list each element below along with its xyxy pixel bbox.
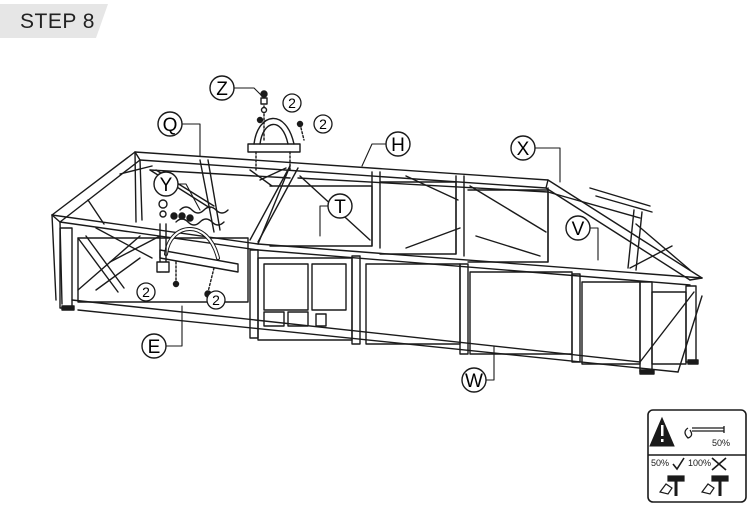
- torque-bottom-left-percent: 50%: [651, 458, 669, 468]
- svg-text:W: W: [465, 371, 483, 392]
- torque-bottom-right-percent: 100%: [688, 458, 711, 468]
- screwdriver-rotation-icon: [684, 426, 725, 439]
- callout-t: T: [327, 193, 353, 219]
- callout-y: Y: [153, 171, 179, 197]
- svg-text:Y: Y: [160, 175, 173, 196]
- svg-text:H: H: [391, 135, 405, 156]
- mounting-bracket-y: [156, 199, 239, 298]
- qty-y-left: 2: [136, 282, 156, 302]
- callout-w: W: [461, 367, 487, 393]
- top-rim: [51, 151, 703, 286]
- callout-h: H: [385, 131, 411, 157]
- svg-text:E: E: [148, 337, 161, 358]
- svg-text:Z: Z: [216, 79, 228, 100]
- check-icon: [672, 457, 685, 471]
- svg-text:2: 2: [288, 95, 296, 111]
- bottom-rim: [71, 291, 703, 373]
- torque-note-panel: 50% 50% 100%: [647, 409, 747, 503]
- callout-q: Q: [157, 111, 183, 137]
- torque-top-percent: 50%: [712, 438, 730, 448]
- interior-bracing: [149, 165, 691, 271]
- svg-text:Q: Q: [163, 115, 178, 136]
- callout-x: X: [510, 135, 536, 161]
- cross-icon: [711, 457, 727, 471]
- step-tab-shape: [0, 4, 108, 38]
- feet: [61, 305, 699, 375]
- svg-text:X: X: [517, 139, 530, 160]
- callout-z: Z: [209, 75, 235, 101]
- warning-icon: [649, 416, 675, 447]
- screw-seated-icon: [658, 475, 685, 496]
- svg-text:2: 2: [319, 116, 327, 132]
- svg-text:2: 2: [142, 284, 150, 300]
- left-end-frame: [51, 151, 143, 305]
- leader-lines: [165, 87, 599, 381]
- step-header: STEP 8: [0, 2, 108, 38]
- svg-text:V: V: [572, 219, 585, 240]
- qty-z-top: 2: [282, 93, 302, 113]
- qty-z-right: 2: [313, 114, 333, 134]
- qty-y-bottom: 2: [206, 290, 226, 310]
- front-panels: [77, 237, 687, 365]
- screw-overtightened-icon: [700, 475, 729, 496]
- callout-v: V: [565, 215, 591, 241]
- svg-text:T: T: [334, 197, 346, 218]
- top-bracket-z: [247, 90, 305, 173]
- svg-text:2: 2: [212, 292, 220, 308]
- step-label: STEP 8: [20, 10, 95, 33]
- callout-e: E: [141, 333, 167, 359]
